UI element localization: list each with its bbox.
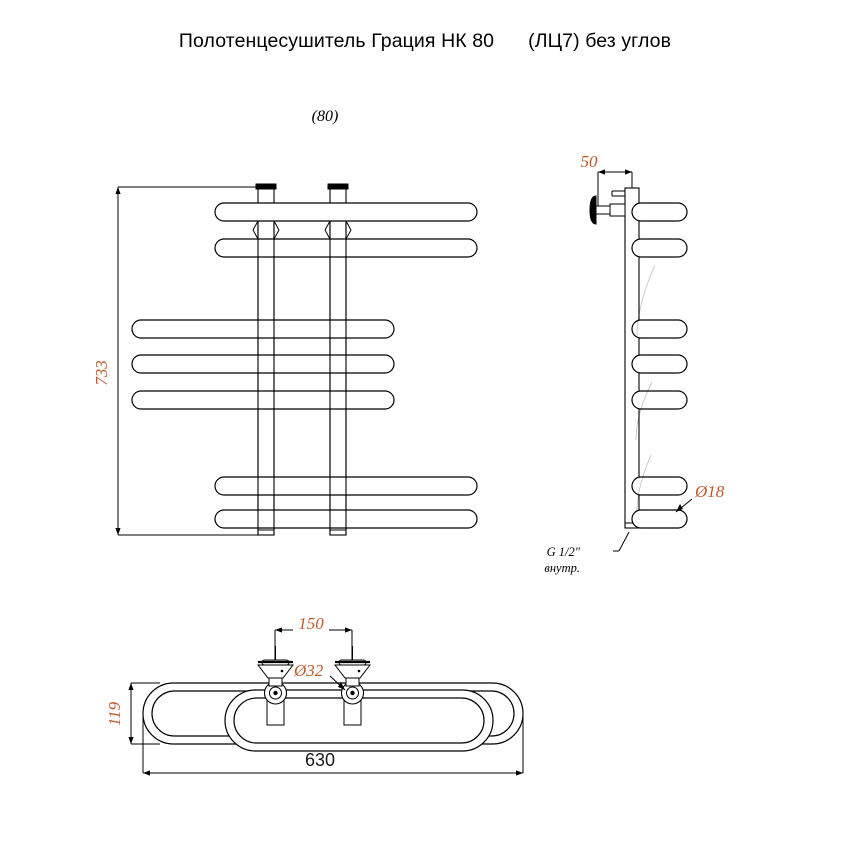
front-view: 733	[92, 183, 478, 536]
front-rail-top-1	[214, 202, 478, 222]
note-thread-connection: G 1/2" внутр.	[544, 531, 630, 575]
front-rail-mid-1	[131, 319, 395, 339]
side-rail-5	[631, 390, 688, 410]
note-thread-line1: G 1/2"	[547, 545, 581, 559]
dimension-tube-diameter: Ø18	[675, 482, 725, 513]
front-view-subtitle: (80)	[311, 108, 339, 125]
front-rail-mid-2	[131, 354, 395, 374]
front-riser-overlay	[257, 221, 347, 535]
top-valve-left	[256, 646, 295, 726]
dimension-valve-diameter: Ø32	[293, 661, 346, 691]
side-construction-lines	[635, 264, 656, 512]
dimension-top-depth-label: 119	[105, 701, 124, 726]
title-main-text: Полотенцесушитель Грация НК 80	[178, 30, 495, 52]
dimension-top-width-label: 630	[305, 750, 335, 770]
front-rail-mid-3	[131, 390, 395, 410]
dimension-height-733: 733	[92, 186, 268, 536]
side-rail-2	[631, 238, 688, 258]
top-valve-right	[333, 646, 372, 726]
front-weld-marks	[252, 220, 352, 240]
top-view: 150	[105, 614, 524, 776]
dimension-top-depth-119: 119	[105, 682, 160, 745]
side-view: 50	[544, 152, 724, 575]
side-rail-1	[631, 202, 688, 222]
side-rail-7	[631, 509, 688, 529]
side-wall-bracket	[589, 195, 626, 225]
dimension-valve-spacing-label: 150	[298, 614, 324, 633]
drawing-title: Полотенцесушитель Грация НК 80 (ЛЦ7) без …	[0, 30, 850, 53]
dimension-height-label: 733	[92, 360, 111, 386]
note-thread-line2: внутр.	[544, 561, 580, 575]
dimension-depth-50: 50	[581, 152, 633, 212]
dimension-tube-diameter-label: Ø18	[694, 482, 725, 501]
dimension-valve-diameter-label: Ø32	[293, 661, 324, 680]
side-rail-6	[631, 476, 688, 496]
title-variant-text: (ЛЦ7) без углов	[528, 30, 672, 52]
dimension-top-width-630: 630	[142, 713, 524, 776]
dimension-depth-label: 50	[581, 152, 599, 171]
side-rails	[631, 202, 688, 529]
side-rail-3	[631, 319, 688, 339]
side-rail-4	[631, 354, 688, 374]
